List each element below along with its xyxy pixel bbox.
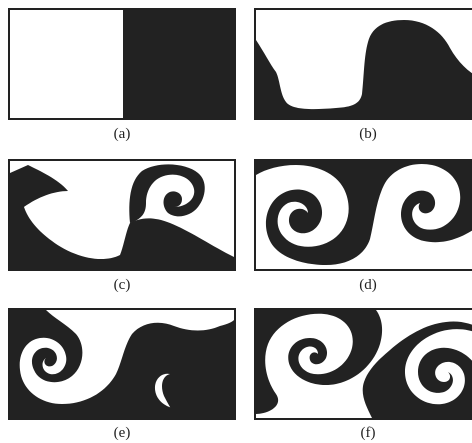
panel-b [254,8,472,120]
panel-e-label: (e) [8,424,236,442]
panel-a-label: (a) [8,125,236,143]
panel-d-diagram [256,161,472,269]
light-curl-left [24,199,74,225]
panel-b-diagram [256,10,472,118]
panel-c-diagram [10,161,234,269]
panel-f-diagram [256,310,472,418]
dark-curl-right [129,164,204,223]
panel-d [254,159,472,271]
panel-a-diagram [10,10,234,118]
panel-e-diagram [10,310,234,418]
panel-c [8,159,236,271]
dark-fluid-region [123,10,234,118]
panel-c-label: (c) [8,276,236,294]
dark-fluid-region [10,310,234,418]
panel-e [8,308,236,420]
dark-fluid-region-left [256,310,382,414]
dark-fluid-region [256,161,472,265]
panel-f-label: (f) [254,424,472,442]
panel-f [254,308,472,420]
panel-d-label: (d) [254,276,472,294]
panel-b-label: (b) [254,125,472,143]
panel-a [8,8,236,120]
dark-fluid-region [256,20,472,118]
